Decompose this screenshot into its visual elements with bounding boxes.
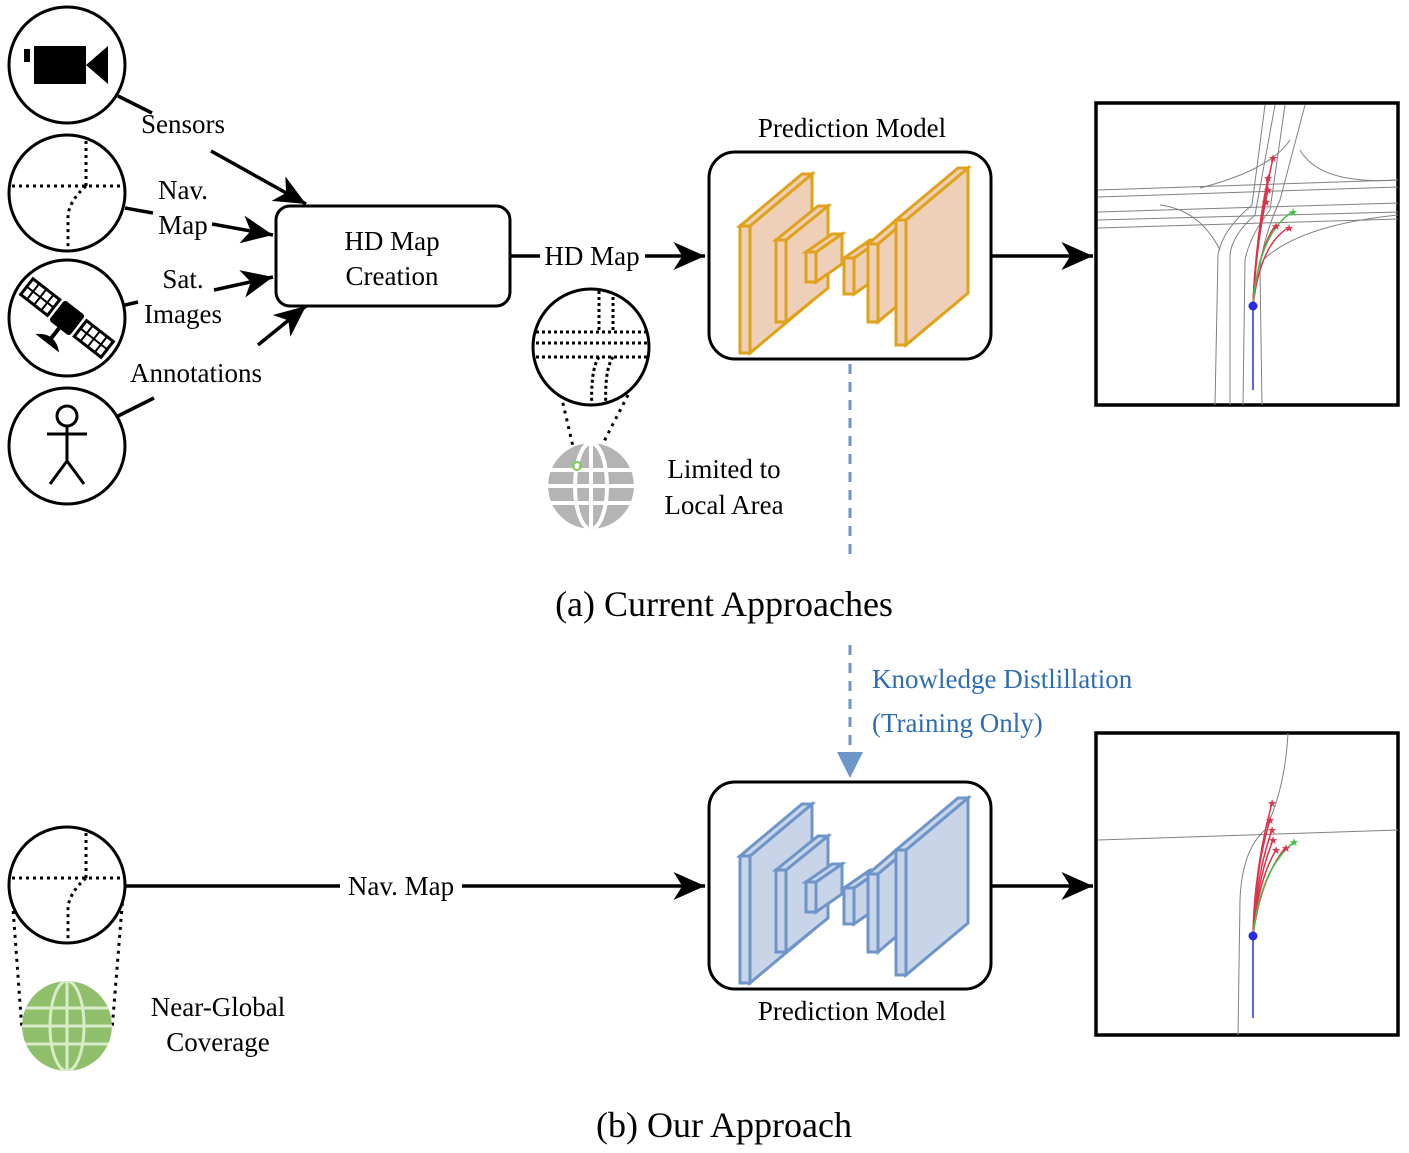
svg-text:★: ★ xyxy=(1263,184,1273,197)
distillation-arrow xyxy=(837,364,863,778)
prediction-model-label-bottom: Prediction Model xyxy=(757,996,947,1026)
nav-map-circle xyxy=(7,133,127,253)
cnn-slab-front xyxy=(738,224,752,355)
svg-text:★: ★ xyxy=(1268,152,1278,165)
cnn-slab-front xyxy=(842,256,856,296)
svg-text:★: ★ xyxy=(1284,222,1294,235)
caption-b: (b) Our Approach xyxy=(596,1105,852,1145)
cnn-slab-front xyxy=(866,872,880,954)
cnn-slab-front xyxy=(804,880,818,914)
cnn-slab-front xyxy=(774,238,788,324)
caption-a: (a) Current Approaches xyxy=(555,584,893,624)
map-crossing-icon xyxy=(9,135,125,251)
cnn-blocks-top xyxy=(735,164,973,357)
nav-map-label-line1: Nav. xyxy=(158,175,208,205)
svg-text:★: ★ xyxy=(1281,842,1291,855)
sensors-circle xyxy=(7,5,127,125)
svg-text:★: ★ xyxy=(1263,172,1273,185)
annotations-label: Annotations xyxy=(130,358,262,388)
svg-text:★: ★ xyxy=(1271,844,1281,857)
cnn-slab-front xyxy=(894,848,908,977)
cnn-slab-front xyxy=(894,218,908,347)
hd-map-creation-line1: HD Map xyxy=(344,226,440,256)
distillation-label-line2: (Training Only) xyxy=(872,708,1043,738)
person-icon xyxy=(47,404,87,485)
cnn-slab-front xyxy=(738,854,752,985)
satellite-circle xyxy=(7,258,127,378)
hd-map-zoom-circle xyxy=(531,287,651,456)
globe-icon xyxy=(548,443,634,529)
cnn-slab-front xyxy=(774,868,788,954)
sat-images-label-line2: Images xyxy=(144,299,222,329)
prediction-model-label-top: Prediction Model xyxy=(757,113,947,143)
svg-text:★: ★ xyxy=(1261,196,1271,209)
near-global-label-line2: Coverage xyxy=(166,1027,270,1057)
hd-map-creation-box xyxy=(274,204,512,308)
nav-map-edge-label: Nav. Map xyxy=(347,871,455,901)
svg-text:★: ★ xyxy=(1267,797,1277,810)
svg-text:★: ★ xyxy=(1265,814,1275,827)
input-arrows xyxy=(117,94,308,418)
nav-map-circle-bottom xyxy=(7,825,127,1031)
svg-text:★: ★ xyxy=(1268,834,1278,847)
globe-icon xyxy=(22,981,112,1071)
svg-text:★: ★ xyxy=(1271,220,1281,233)
cnn-blocks-bottom xyxy=(735,794,973,987)
nav-map-label-line2: Map xyxy=(158,210,208,240)
satellite-icon xyxy=(18,276,116,360)
cnn-slab-front xyxy=(842,886,856,926)
cnn-slab-front xyxy=(866,242,880,324)
distillation-label-line1: Knowledge Distlillation xyxy=(872,664,1133,694)
cnn-slab-front xyxy=(804,250,818,284)
trajectory-map-bottom: ★ ★ ★ ★ ★ ★ ★ xyxy=(1094,731,1400,1037)
map-crossing-icon xyxy=(9,827,125,943)
trajectory-map-top: ★ ★ ★ ★ ★ ★ ★ xyxy=(1094,101,1400,407)
limited-label-line2: Local Area xyxy=(664,490,784,520)
hd-map-creation-line2: Creation xyxy=(345,261,439,291)
annotations-circle xyxy=(7,386,127,506)
limited-label-line1: Limited to xyxy=(667,454,781,484)
svg-text:★: ★ xyxy=(1289,836,1299,849)
svg-text:★: ★ xyxy=(1267,824,1277,837)
near-global-label-line1: Near-Global xyxy=(150,992,286,1022)
svg-text:★: ★ xyxy=(1288,206,1298,219)
video-camera-icon xyxy=(24,46,108,84)
sat-images-label-line1: Sat. xyxy=(162,264,204,294)
hd-map-edge-label: HD Map xyxy=(544,241,640,271)
sensors-label: Sensors xyxy=(140,109,226,139)
